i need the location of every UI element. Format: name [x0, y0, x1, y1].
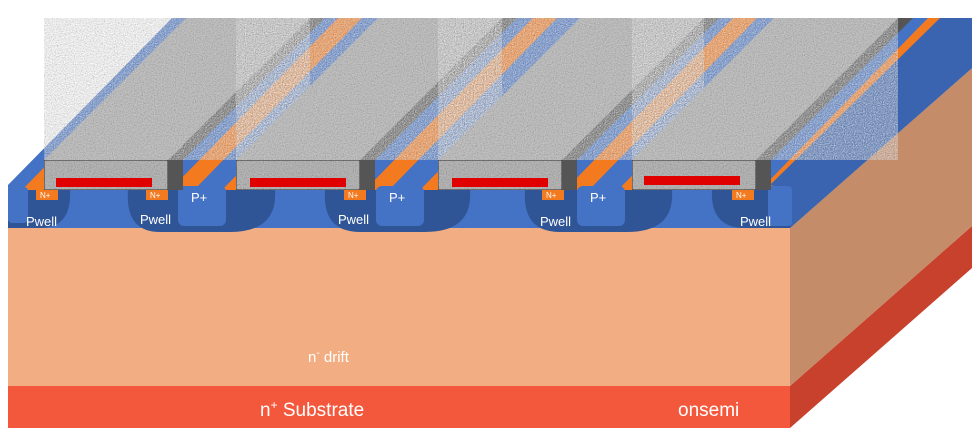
pwell-label-3: Pwell: [338, 212, 369, 227]
nplus-label-3: N+: [348, 191, 359, 200]
pwell-label-5: Pwell: [740, 214, 771, 229]
substrate-front: [8, 386, 790, 428]
gate-channel-4: [644, 176, 740, 185]
right-edge-strip: [770, 18, 972, 228]
pwell-label-1: Pwell: [26, 214, 57, 229]
drift-side: [790, 68, 972, 386]
pwell-label-4: Pwell: [540, 214, 571, 229]
pplus-label-2: P+: [389, 190, 405, 205]
pplus-label-1: P+: [191, 190, 207, 205]
nplus-label-2: N+: [150, 191, 161, 200]
gate-trench-1: [43, 18, 325, 191]
gate-channel-3: [452, 178, 548, 187]
brand-label: onsemi: [678, 400, 739, 421]
substrate-side: [790, 226, 972, 428]
gate-trench-3: [437, 18, 719, 191]
nplus-label-5: N+: [736, 191, 747, 200]
substrate-label: n+ Substrate: [260, 398, 364, 421]
gate-channel-1: [56, 178, 152, 187]
nplus-label-4: N+: [546, 191, 557, 200]
pwell-label-2: Pwell: [140, 212, 171, 227]
gate-trench-2: [235, 18, 517, 191]
pplus-regions: [8, 186, 792, 226]
drift-label: n- drift: [308, 348, 350, 366]
drift-front: [8, 228, 790, 386]
pplus-label-3: P+: [590, 190, 606, 205]
nplus-label-1: N+: [40, 191, 51, 200]
nplus-regions: [36, 188, 754, 200]
gate-channel-2: [250, 178, 346, 187]
gate-trench-4: [631, 18, 913, 191]
